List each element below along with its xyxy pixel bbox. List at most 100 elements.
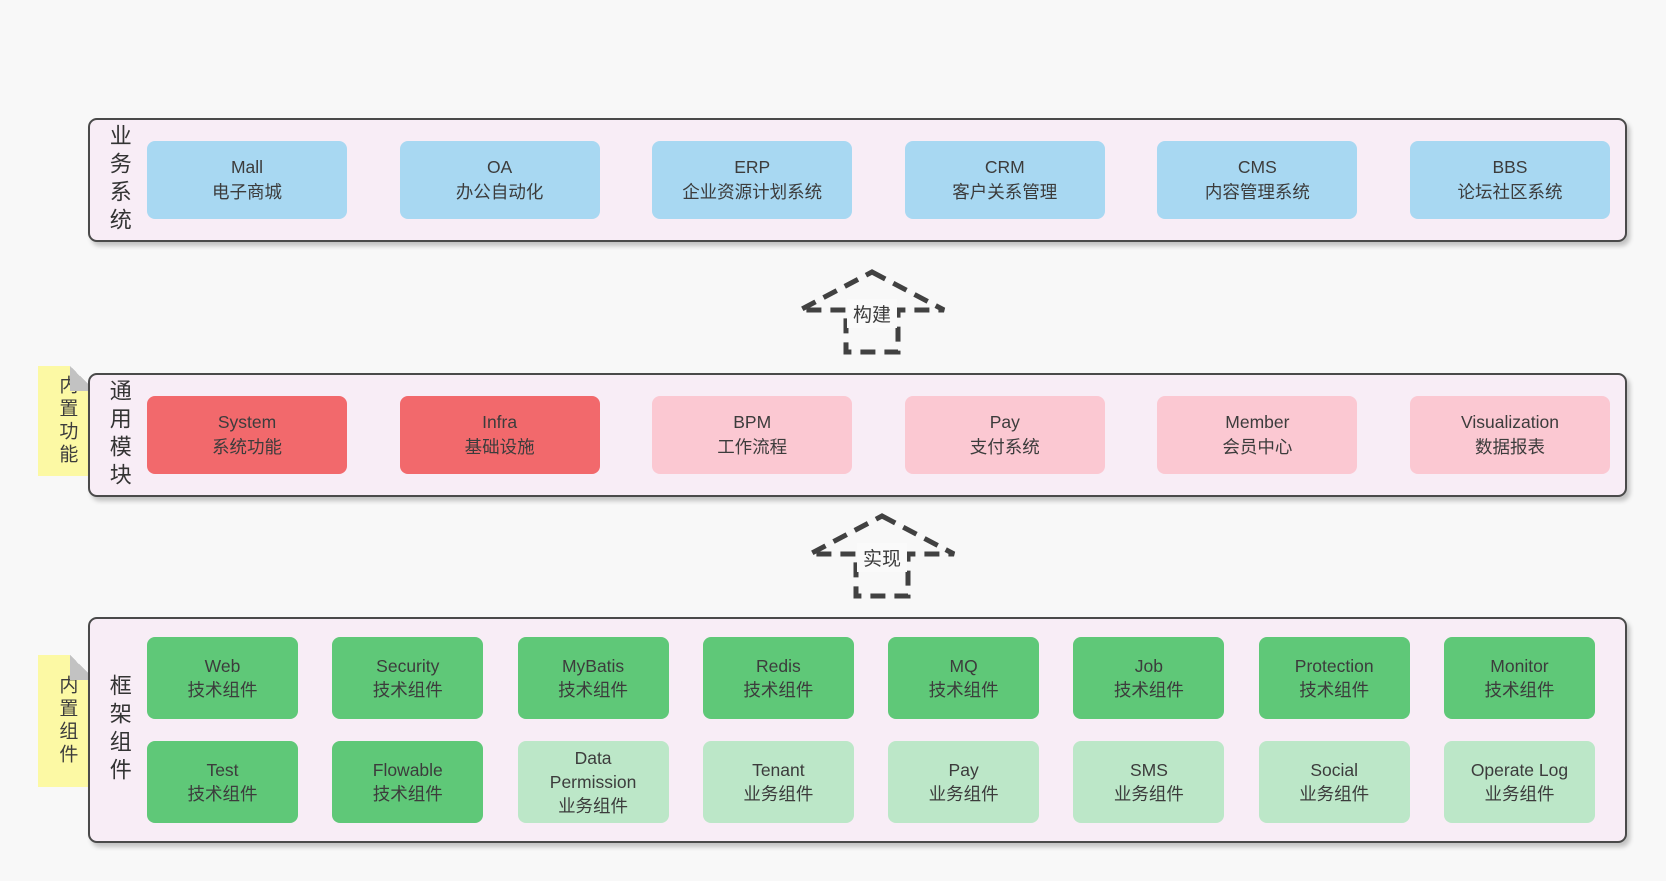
box-row: System 系统功能 Infra 基础设施 BPM 工作流程 Pay 支付系统 Member 会…: [147, 396, 1610, 474]
box-subtitle: 技术组件: [1113, 680, 1184, 700]
box-subtitle: 技术组件: [372, 784, 443, 804]
sticky-note-label: 内置功能: [56, 375, 78, 467]
box-title: CMS: [1237, 157, 1277, 177]
box-subtitle: 技术组件: [1484, 680, 1555, 700]
box-subtitle: 电子商城: [212, 182, 282, 202]
box-subtitle: 技术组件: [743, 680, 814, 700]
box-title: Test: [206, 760, 239, 780]
box-title: System: [217, 412, 277, 432]
box-subtitle: 办公自动化: [455, 182, 544, 202]
box-subtitle: 会员中心: [1222, 437, 1293, 457]
box-title: SMS: [1129, 760, 1168, 780]
box-job: Job 技术组件: [1073, 637, 1225, 719]
box-title: Data Permission: [549, 748, 637, 792]
sticky-note: 内置功能: [38, 366, 95, 476]
layer-common-modules: 通用模块 System 系统功能 Infra 基础设施 BPM 工作流程 Pay 支付系统 Mem…: [88, 373, 1627, 497]
box-system: System 系统功能: [147, 396, 347, 474]
box-title: Monitor: [1490, 656, 1549, 676]
box-subtitle: 工作流程: [717, 437, 788, 457]
box-title: Member: [1225, 412, 1290, 432]
arrow-label: 构建: [846, 299, 898, 328]
box-tenant: Tenant 业务组件: [702, 741, 854, 823]
box-title: Operate Log: [1470, 760, 1569, 780]
box-subtitle: 论坛社区系统: [1457, 182, 1563, 202]
layer-side-label: 通用模块: [90, 375, 147, 495]
box-title: Mall: [230, 157, 264, 177]
box-title: Infra: [482, 412, 518, 432]
box-bpm: BPM 工作流程: [652, 396, 853, 474]
build-arrow: 构建: [792, 266, 952, 358]
box-data-permission: Data Permission 业务组件: [517, 741, 669, 823]
box-title: BBS: [1492, 157, 1528, 177]
dashed-up-arrow-icon: [798, 269, 946, 355]
box-mybatis: MyBatis 技术组件: [517, 637, 669, 719]
box-subtitle: 业务组件: [743, 784, 814, 804]
layer-rows: System 系统功能 Infra 基础设施 BPM 工作流程 Pay 支付系统 Member 会…: [147, 375, 1625, 495]
box-subtitle: 技术组件: [558, 680, 629, 700]
box-subtitle: 客户关系管理: [952, 182, 1058, 202]
box-subtitle: 数据报表: [1474, 437, 1545, 457]
implement-arrow: 实现: [802, 510, 962, 602]
box-subtitle: 业务组件: [1299, 784, 1370, 804]
box-title: Tenant: [752, 760, 805, 780]
layer-side-label: 业务系统: [90, 120, 147, 240]
box-oa: OA 办公自动化: [399, 141, 600, 219]
box-subtitle: 业务组件: [1484, 784, 1555, 804]
box-mall: Mall 电子商城: [147, 141, 347, 219]
box-security: Security 技术组件: [332, 637, 484, 719]
layer-side-label-text: 通用模块: [106, 379, 132, 491]
box-title: Security: [376, 656, 440, 676]
box-title: Protection: [1294, 656, 1374, 676]
box-member: Member 会员中心: [1157, 396, 1358, 474]
box-title: Job: [1134, 656, 1164, 676]
box-operate-log: Operate Log 业务组件: [1443, 741, 1595, 823]
box-subtitle: 技术组件: [372, 680, 443, 700]
box-subtitle: 基础设施: [464, 437, 535, 457]
layer-side-label-text: 业务系统: [106, 124, 132, 236]
box-subtitle: 技术组件: [928, 680, 999, 700]
box-bbs: BBS 论坛社区系统: [1409, 141, 1610, 219]
box-title: Visualization: [1461, 412, 1559, 432]
box-pay: Pay 支付系统: [904, 396, 1105, 474]
box-subtitle: 技术组件: [187, 680, 258, 700]
layer-side-label-text: 框架组件: [106, 674, 132, 786]
box-mq: MQ 技术组件: [888, 637, 1040, 719]
box-visualization: Visualization 数据报表: [1409, 396, 1610, 474]
box-title: CRM: [984, 157, 1025, 177]
box-infra: Infra 基础设施: [399, 396, 600, 474]
box-title: Pay: [989, 412, 1020, 432]
box-subtitle: 业务组件: [1113, 784, 1184, 804]
box-title: BPM: [733, 412, 772, 432]
box-title: MQ: [949, 656, 978, 676]
dashed-up-arrow-icon: [808, 513, 956, 599]
layer-side-label: 框架组件: [90, 619, 147, 841]
box-crm: CRM 客户关系管理: [904, 141, 1105, 219]
box-title: Web: [204, 656, 241, 676]
box-subtitle: 支付系统: [969, 437, 1040, 457]
box-monitor: Monitor 技术组件: [1443, 637, 1595, 719]
box-subtitle: 业务组件: [558, 796, 629, 816]
box-title: OA: [486, 157, 513, 177]
arrow-label: 实现: [856, 543, 908, 572]
box-title: Pay: [948, 760, 979, 780]
box-subtitle: 系统功能: [212, 437, 282, 457]
box-title: MyBatis: [561, 656, 625, 676]
box-sms: SMS 业务组件: [1073, 741, 1225, 823]
sticky-note: 内置组件: [38, 655, 95, 787]
